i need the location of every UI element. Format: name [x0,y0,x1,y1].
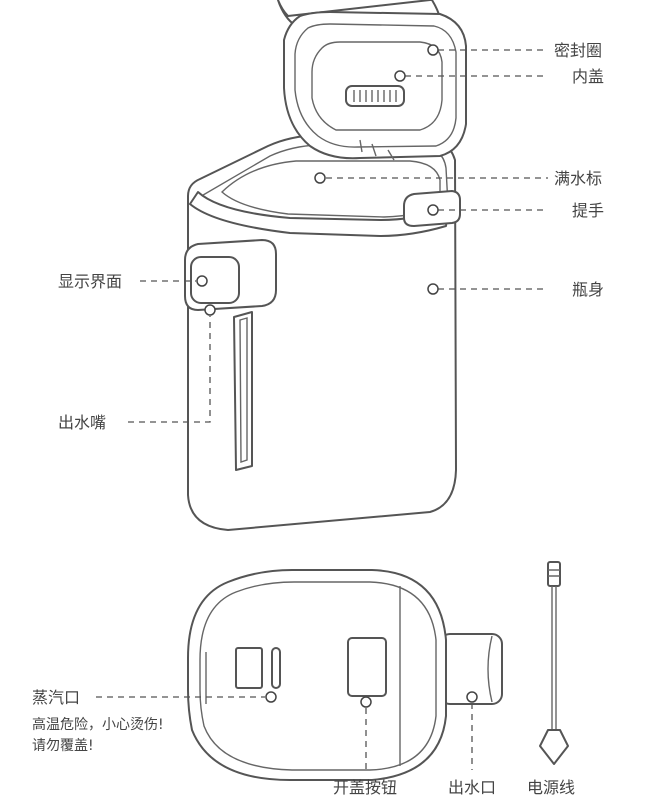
base-inner-rim [199,581,437,771]
callout-dot-handle [427,204,439,216]
steam-vent-panel [235,647,263,689]
water-level-window [233,311,253,471]
inner-lid-outline [311,41,443,131]
cord-plug-bottom [539,729,569,765]
label-steam-vent: 蒸汽口 [32,688,80,707]
base-bottom-view [187,569,503,781]
callout-dot-steam-vent [265,691,277,703]
inner-lid-vent-ribs [353,90,397,102]
steam-warning-line2: 请勿覆盖! [32,738,94,754]
kettle-illustration [184,134,461,531]
callout-dots [196,44,478,708]
kettle-inner-opening [220,160,441,218]
water-outlet-tube-end [487,635,493,703]
leader-spout [128,316,211,423]
label-seal-ring: 密封圈 [554,41,602,60]
base-outer [187,569,447,781]
callout-dot-bottle-body [427,283,439,295]
label-display: 显示界面 [58,272,122,291]
label-full-water-mark: 满水标 [554,169,602,188]
label-water-outlet: 出水口 [448,778,496,797]
callout-dot-lid-open-button [360,696,372,708]
callout-dot-display [196,275,208,287]
cord-plug-top-grip [548,569,560,577]
label-power-cord: 电源线 [527,778,575,797]
cord-wire [551,586,557,730]
label-bottle-body: 瓶身 [572,280,604,299]
power-cord-illustration [539,561,569,765]
callout-dot-inner-lid [394,70,406,82]
steam-vent-slot [271,647,281,689]
label-handle: 提手 [572,201,604,220]
water-level-window-inner [239,317,248,463]
callout-dot-water-outlet [466,691,478,703]
display-screen [190,256,240,304]
label-lid-open-button: 开盖按钮 [333,778,397,797]
seal-ring-outline [294,23,457,148]
leader-lines [96,49,548,770]
lid-hinge-clips [359,139,395,161]
part-labels: 密封圈 内盖 满水标 提手 瓶身 显示界面 出水嘴 蒸汽口 高温危险，小心烫伤!… [32,41,604,797]
cord-plug-top [547,561,561,587]
callout-dot-full-water-mark [314,172,326,184]
lid-open-button-plate [347,637,387,697]
kettle-lid [277,0,467,161]
label-spout: 出水嘴 [58,413,106,432]
label-inner-lid: 内盖 [572,67,604,86]
callout-dot-spout [204,304,216,316]
callout-dot-seal-ring [427,44,439,56]
steam-warning-line1: 高温危险，小心烫伤! [32,716,164,733]
